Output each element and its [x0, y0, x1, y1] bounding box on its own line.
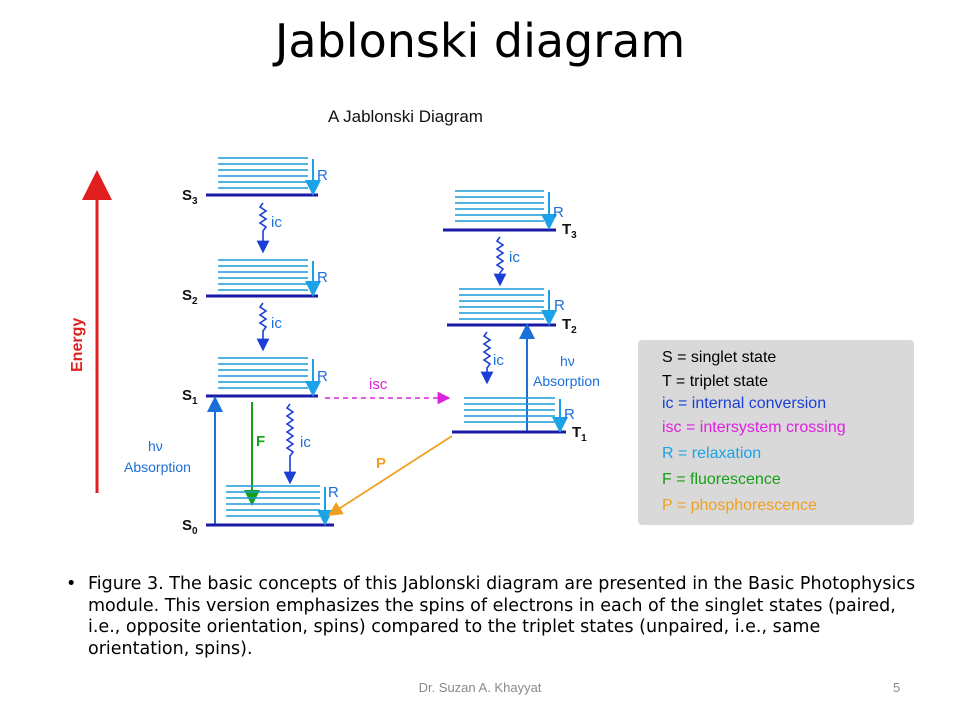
- phosphorescence-label: P: [376, 455, 386, 472]
- footer-author: Dr. Suzan A. Khayyat: [418, 680, 542, 695]
- figure-caption: • Figure 3. The basic concepts of this J…: [66, 574, 918, 660]
- level-s0: [206, 485, 334, 527]
- level-s2: [206, 259, 318, 298]
- level-t1: [452, 397, 566, 434]
- state-label-s1: S1: [182, 387, 198, 407]
- state-label-s2: S2: [182, 287, 198, 307]
- ic-arrow-t3-t2: [493, 236, 507, 287]
- ic-label-t2-t1: ic: [493, 352, 504, 369]
- hv-label-triplet: hν: [560, 353, 575, 369]
- level-s1: [206, 357, 318, 398]
- ic-label-s1-s0: ic: [300, 434, 311, 451]
- slide-title: Jablonski diagram: [274, 14, 686, 68]
- state-label-s0: S0: [182, 517, 198, 537]
- ic-label-s2-s1: ic: [271, 315, 282, 332]
- ic-arrow-t2-t1: [480, 331, 494, 385]
- hv-label-singlet: hν: [148, 438, 163, 454]
- ic-label-s3-s2: ic: [271, 214, 282, 231]
- legend-item-ic: ic = internal conversion: [662, 395, 826, 412]
- phosphorescence-arrow: [327, 435, 453, 516]
- legend-item-isc: isc = intersystem crossing: [662, 419, 846, 436]
- fluorescence-label: F: [256, 433, 265, 450]
- state-label-t2: T2: [562, 316, 577, 336]
- absorption-label-triplet: Absorption: [533, 373, 600, 389]
- legend-item-phosphorescence: P = phosphorescence: [662, 497, 817, 514]
- legend: S = singlet state T = triplet state ic =…: [638, 340, 914, 525]
- legend-item-singlet: S = singlet state: [662, 349, 776, 366]
- page-number: 5: [893, 680, 901, 695]
- diagram-title: A Jablonski Diagram: [328, 107, 483, 126]
- ic-arrow-s2-s1: [256, 302, 270, 352]
- relax-label-s1: R: [317, 368, 328, 385]
- relax-label-s0: R: [328, 484, 339, 501]
- state-label-t3: T3: [562, 221, 577, 241]
- isc-label: isc: [369, 376, 388, 393]
- relax-label-t2: R: [554, 297, 565, 314]
- state-label-s3: S3: [182, 187, 198, 207]
- legend-item-triplet: T = triplet state: [662, 373, 768, 390]
- level-t2: [447, 288, 556, 327]
- bullet-marker: •: [66, 574, 77, 594]
- absorption-label-singlet: Absorption: [124, 459, 191, 475]
- relax-label-t3: R: [553, 204, 564, 221]
- legend-item-fluorescence: F = fluorescence: [662, 471, 781, 488]
- level-t3: [443, 190, 556, 232]
- legend-item-relaxation: R = relaxation: [662, 445, 761, 462]
- caption-text: Figure 3. The basic concepts of this Jab…: [88, 574, 916, 659]
- relax-label-s3: R: [317, 167, 328, 184]
- ic-arrow-s1-s0: [283, 403, 297, 485]
- relax-label-t1: R: [564, 406, 575, 423]
- relax-label-s2: R: [317, 269, 328, 286]
- energy-axis-label: Energy: [69, 318, 86, 372]
- state-label-t1: T1: [572, 424, 587, 444]
- ic-label-t3-t2: ic: [509, 249, 520, 266]
- level-s3: [206, 157, 318, 197]
- ic-arrow-s3-s2: [256, 202, 270, 254]
